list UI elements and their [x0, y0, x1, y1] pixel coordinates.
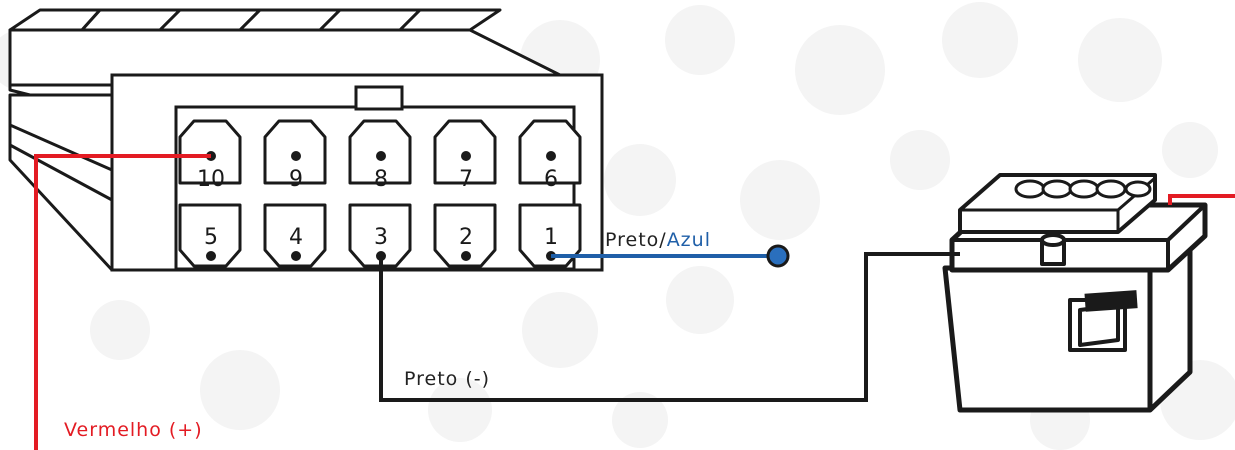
wire-label-preto: Preto — [605, 229, 659, 251]
pin-number-2: 2 — [459, 225, 473, 250]
pin-number-7: 7 — [459, 167, 473, 192]
wire-label-azul: Azul — [667, 229, 711, 251]
pin-number-8: 8 — [374, 167, 388, 192]
pin-contacts — [206, 151, 556, 261]
wire-end-cap — [766, 244, 790, 268]
wire-red-battery — [1168, 194, 1235, 205]
battery — [942, 173, 1208, 413]
wire-label-preto-negativo: Preto (-) — [404, 368, 490, 390]
wire-label-separator: / — [659, 229, 666, 251]
wire-red — [34, 154, 211, 450]
pin-number-4: 4 — [289, 225, 303, 250]
connector-housing — [8, 8, 562, 272]
wire-black — [379, 252, 960, 402]
pin-number-3: 3 — [374, 225, 388, 250]
pin-number-9: 9 — [289, 167, 303, 192]
wires — [34, 154, 1235, 450]
wire-label-preto-azul: Preto/Azul — [605, 229, 711, 251]
pin-number-5: 5 — [204, 225, 218, 250]
pin-number-6: 6 — [544, 167, 558, 192]
pin-numbers: 10 9 8 7 6 5 4 3 2 1 — [197, 167, 558, 250]
pin-number-10: 10 — [197, 167, 225, 192]
wire-label-vermelho-positivo: Vermelho (+) — [64, 419, 203, 441]
pin-number-1: 1 — [544, 225, 558, 250]
